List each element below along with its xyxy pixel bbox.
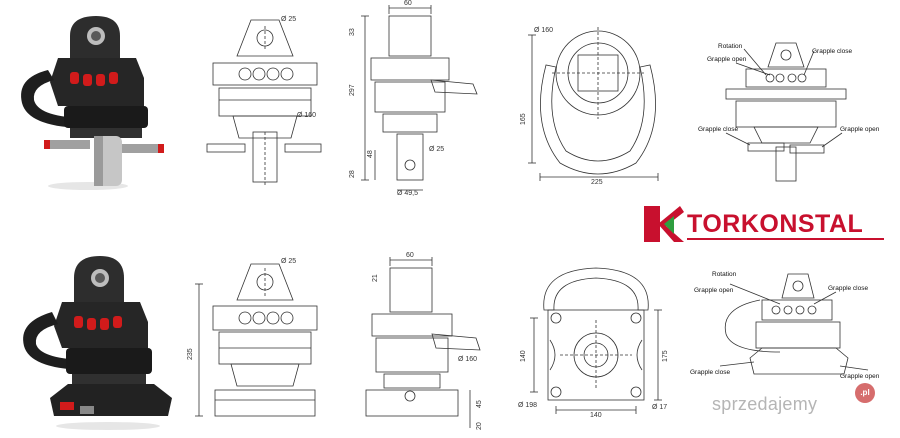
dim-21: 21 <box>372 274 379 282</box>
dim-flange-dia: Ø 198 <box>518 402 538 409</box>
product-render-top <box>8 8 168 193</box>
dim-body-dia-bottom: Ø 160 <box>458 356 478 363</box>
dim-33: 33 <box>349 28 356 36</box>
dim-depth: 165 <box>520 113 527 125</box>
watermark-badge: .pl <box>855 383 875 403</box>
dim-20: 20 <box>476 422 483 430</box>
dim-shaft-hole: Ø 25 <box>429 146 445 153</box>
dim-28: 28 <box>349 170 356 178</box>
label-grapple-close-bottom-low: Grapple close <box>690 369 731 376</box>
label-rotation-bottom: Rotation <box>712 271 737 278</box>
top-view-drawing-top: Ø 160 165 225 <box>520 15 670 190</box>
brand-name: TORKONSTAL <box>687 210 864 238</box>
brand-underline <box>687 238 884 240</box>
front-view-drawing-top: Ø 25 Ø 160 <box>195 8 325 193</box>
dim-top-width: 60 <box>404 0 412 7</box>
side-view-drawing-top: 60 33 297 48 28 Ø 25 Ø 49,5 <box>345 0 495 200</box>
dim-circle-dia: Ø 160 <box>534 27 554 34</box>
dim-body-dia: Ø 160 <box>297 112 317 119</box>
dim-height-bottom: 235 <box>187 348 194 360</box>
dim-140-bottom: 140 <box>590 412 602 419</box>
dim-height: 297 <box>349 84 356 96</box>
dim-shaft-dia: Ø 49,5 <box>397 190 419 197</box>
dim-hole-dia-bottom: Ø 25 <box>281 258 297 265</box>
dim-width: 225 <box>591 179 603 186</box>
dim-140-left: 140 <box>520 350 527 362</box>
dim-top-width-bottom: 60 <box>406 252 414 259</box>
top-view-drawing-bottom: 140 175 140 Ø 198 Ø 17 <box>510 250 680 435</box>
label-grapple-close-bottom-top: Grapple close <box>828 285 869 292</box>
label-grapple-open-bottom-low: Grapple open <box>840 373 880 380</box>
labeled-view-bottom: Rotation Grapple open Grapple close Grap… <box>690 262 895 392</box>
dim-45: 45 <box>476 400 483 408</box>
labeled-view-top: Rotation Grapple close Grapple open Grap… <box>696 35 896 185</box>
dim-175: 175 <box>662 350 669 362</box>
label-grapple-open-top: Grapple open <box>707 56 747 63</box>
dim-48: 48 <box>367 150 374 158</box>
watermark-text: sprzedajemy <box>712 394 818 414</box>
front-view-drawing-bottom: Ø 25 235 <box>185 250 325 435</box>
product-render-bottom <box>8 248 173 433</box>
side-view-drawing-bottom: 60 21 Ø 160 45 20 <box>350 250 500 435</box>
label-grapple-open-right: Grapple open <box>840 126 880 133</box>
label-grapple-open-bottom-top: Grapple open <box>694 287 734 294</box>
label-rotation: Rotation <box>718 43 743 50</box>
dim-hole-dia-bottom-view: Ø 17 <box>652 404 668 411</box>
torkonstal-logo: TORKONSTAL <box>640 202 890 246</box>
dim-hole-dia: Ø 25 <box>281 16 297 23</box>
label-grapple-close-top: Grapple close <box>812 48 853 55</box>
label-grapple-close-left: Grapple close <box>698 126 739 133</box>
